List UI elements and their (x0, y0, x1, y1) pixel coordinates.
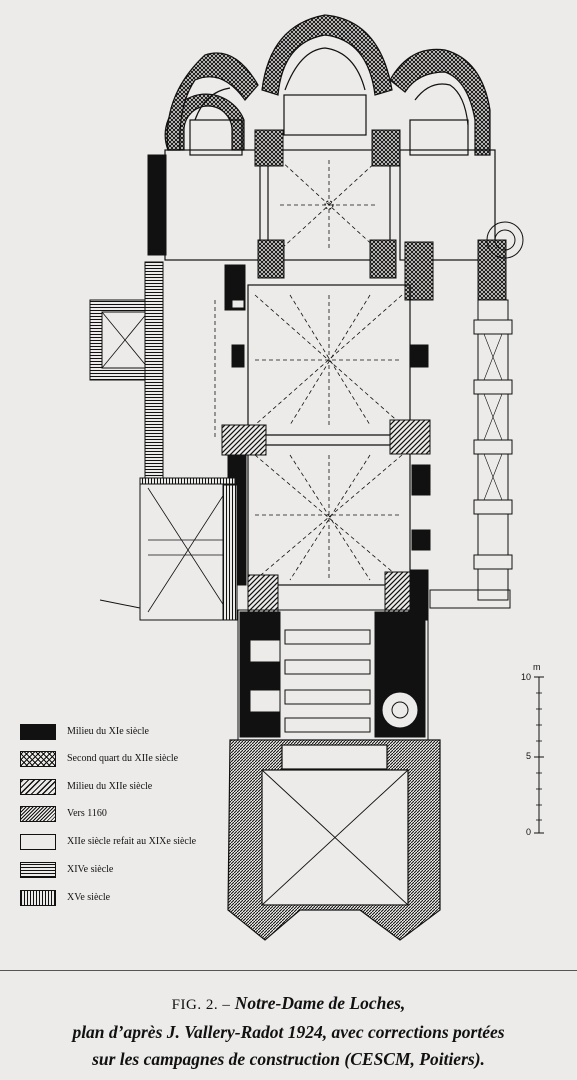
caption-line-3: sur les campagnes de construction (CESCM… (92, 1049, 485, 1069)
right-gallery (429, 299, 513, 609)
legend-swatch (20, 890, 56, 906)
scale-bar (534, 676, 544, 834)
caption-divider (0, 970, 577, 971)
nave (247, 284, 411, 586)
church-floor-plan (89, 14, 544, 941)
scale-unit: m (533, 662, 541, 672)
legend-swatch (20, 834, 56, 850)
legend-label: XIVe siècle (67, 864, 114, 875)
choir-bays (164, 149, 496, 261)
scale-label-10: 10 (521, 672, 532, 682)
legend-swatch (20, 862, 56, 878)
legend-label: XIIe siècle refait au XIXe siècle (67, 836, 197, 847)
narthex-bays (237, 609, 429, 741)
legend-swatch (20, 779, 56, 795)
apse-chevet (164, 14, 491, 156)
figure-caption: FIG. 2. – Notre-Dame de Loches, plan d’a… (0, 990, 577, 1073)
left-chapel (89, 261, 164, 503)
legend-swatch (20, 806, 56, 822)
legend-label: XVe siècle (67, 892, 111, 903)
legend-swatch (20, 724, 56, 740)
choir-pillars (147, 129, 524, 301)
caption-line-2: plan d’après J. Vallery-Radot 1924, avec… (72, 1022, 505, 1042)
scale-label-0: 0 (526, 827, 532, 837)
legend-label: Milieu du XIe siècle (67, 726, 149, 737)
scale-label-5: 5 (526, 751, 532, 761)
left-porch (99, 477, 238, 621)
figure-number: FIG. 2. – (171, 997, 231, 1013)
legend-swatch (20, 751, 56, 767)
legend-label: Milieu du XIIe siècle (67, 781, 153, 792)
legend-label: Vers 1160 (67, 808, 107, 819)
legend-label: Second quart du XIIe siècle (67, 753, 179, 764)
figure-title: Notre-Dame de Loches, (234, 993, 406, 1013)
porch-tower (227, 739, 441, 941)
nave-walls (221, 264, 431, 621)
